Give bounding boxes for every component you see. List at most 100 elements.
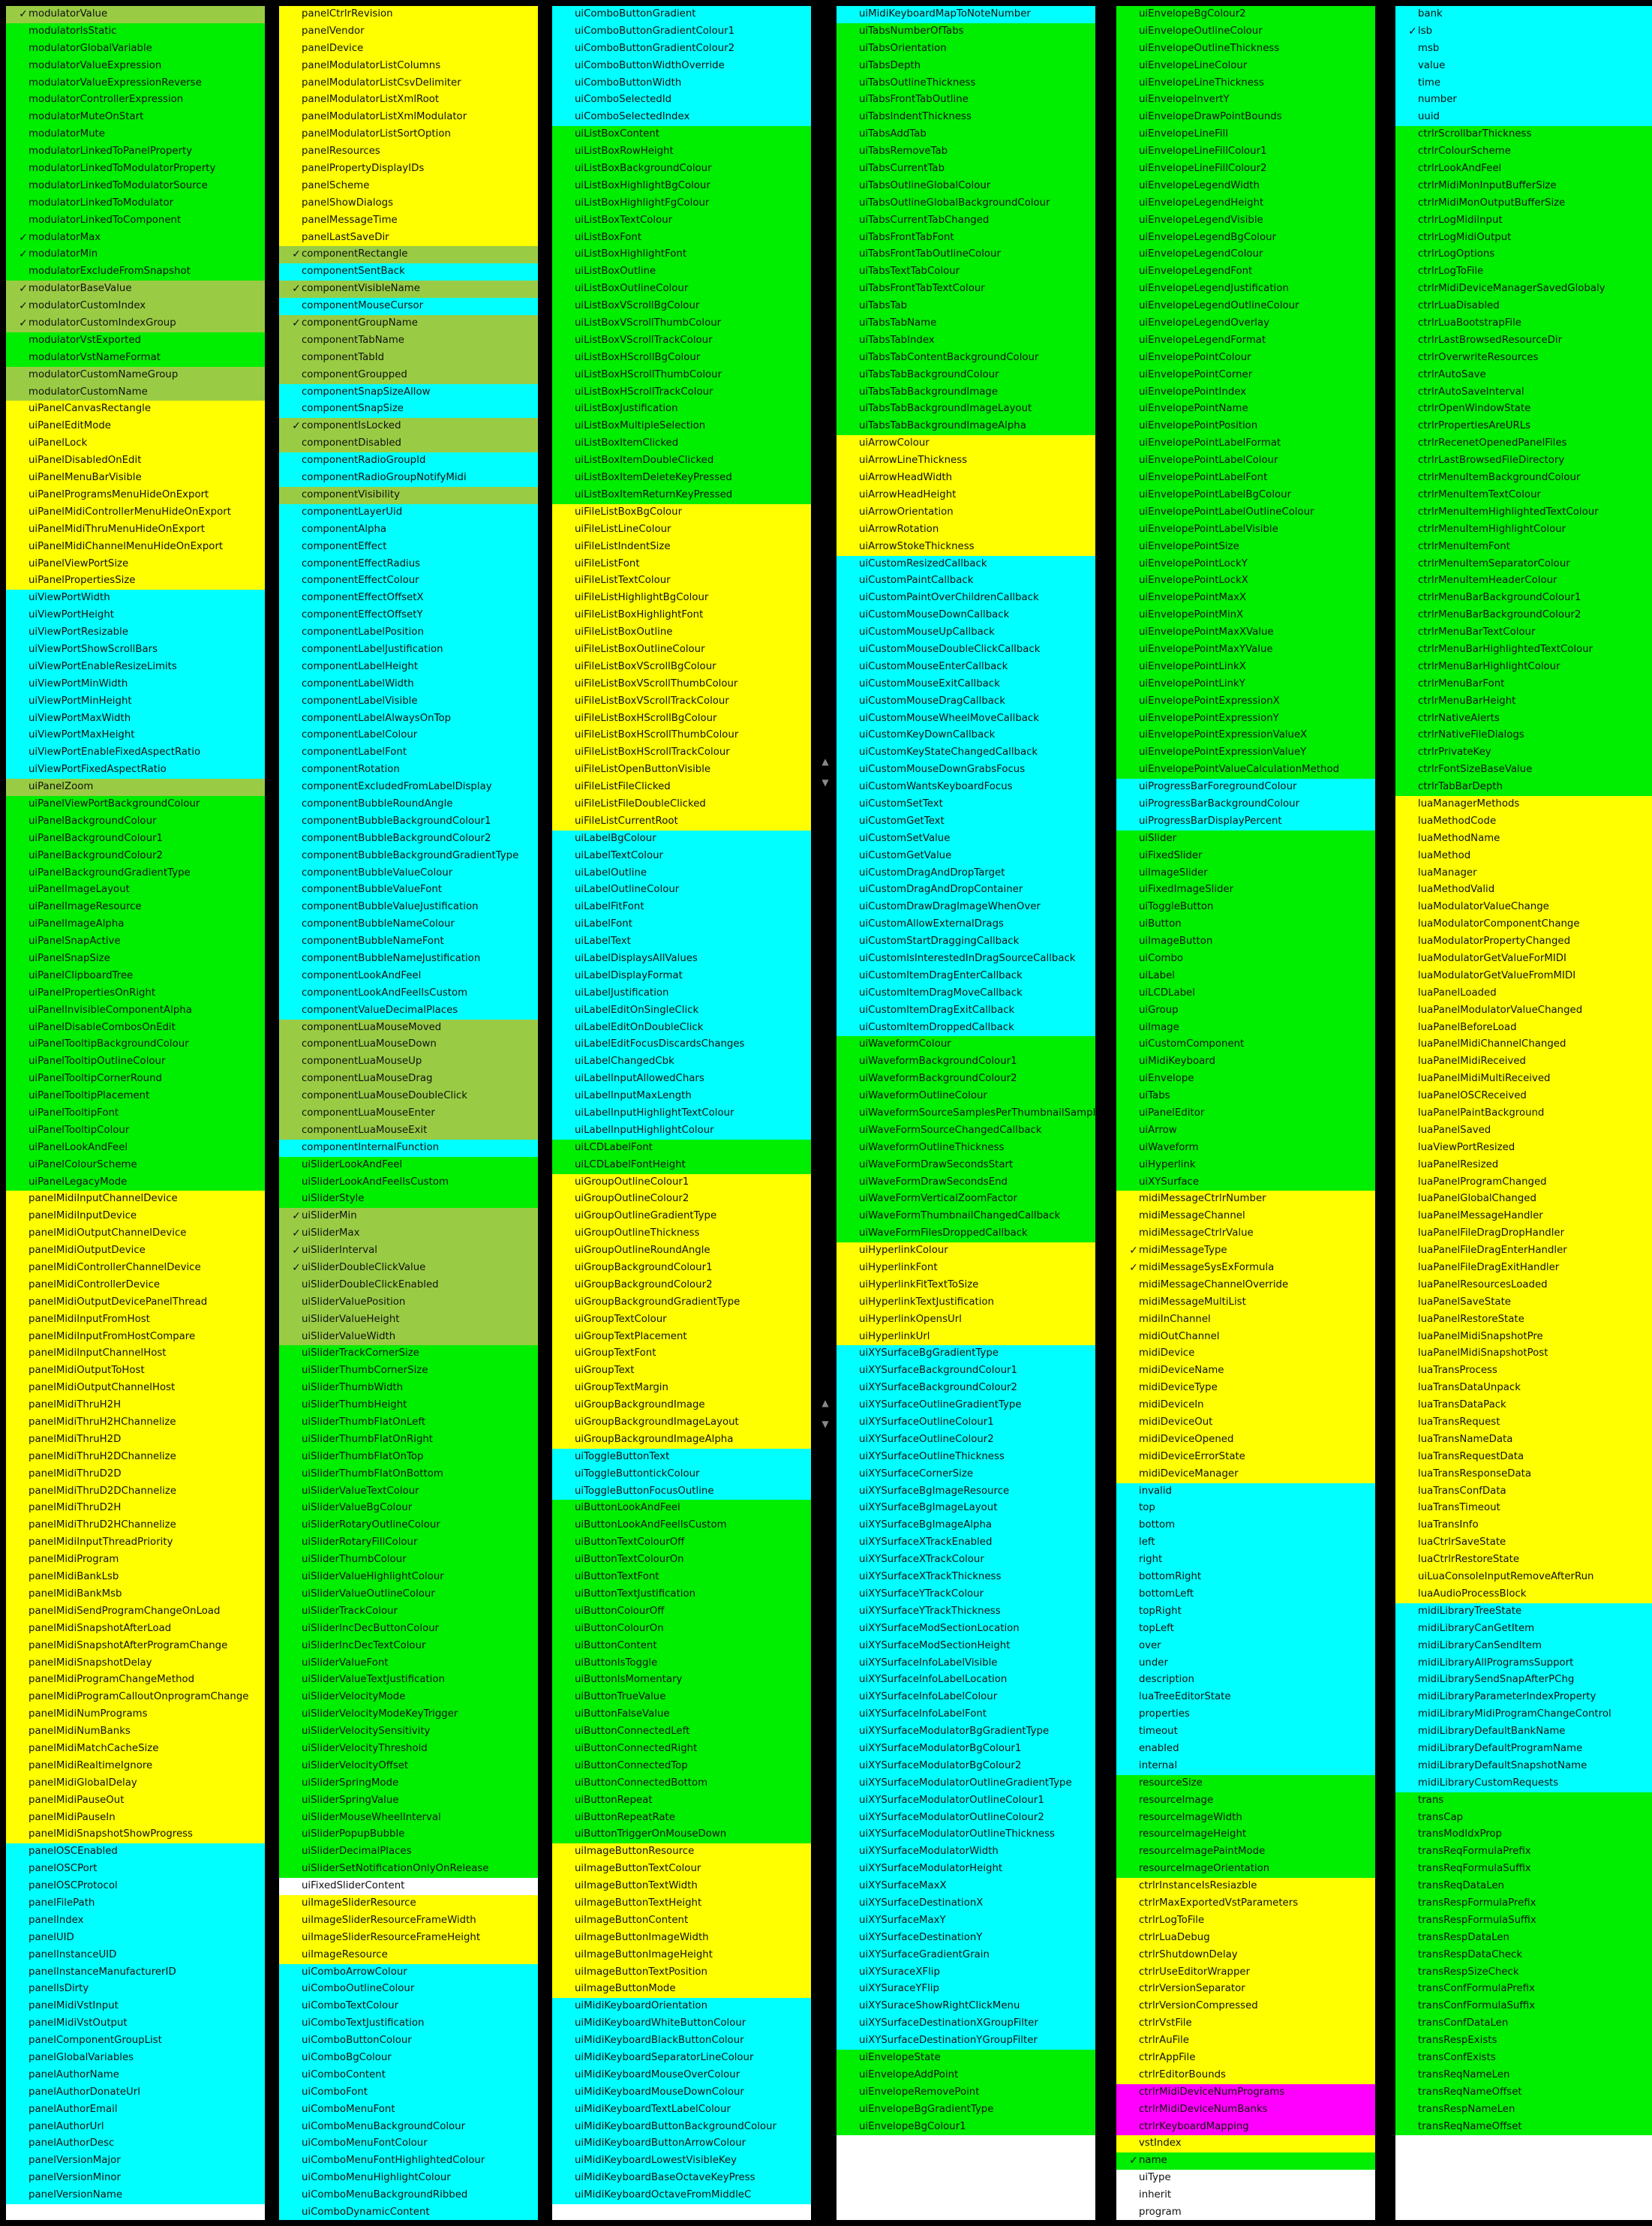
property-list-item[interactable]: uiXYSurfaceDestinationY <box>837 1929 1095 1947</box>
property-list-item[interactable]: uiFixedSliderContent <box>279 1878 538 1895</box>
property-list-item[interactable]: uiComboBgColour <box>279 2049 538 2067</box>
property-list-item[interactable]: uiListBoxJustification <box>552 401 811 419</box>
property-list-item[interactable]: uiMidiKeyboardSeparatorLineColour <box>552 2049 811 2067</box>
property-list-item[interactable]: uiPanelViewPortBackgroundColour <box>6 795 265 813</box>
property-list-item[interactable]: luaTransTimeout <box>1395 1500 1652 1518</box>
property-list-item[interactable]: ctrlrPropertiesAreURLs <box>1395 418 1652 436</box>
property-list-item[interactable]: uiToggleButtontickColour <box>552 1465 811 1483</box>
property-list-item[interactable]: uiButtonTextColourOn <box>552 1552 811 1570</box>
property-list-item[interactable]: uiCustomMouseDownCallback <box>837 607 1095 625</box>
property-list-item[interactable]: uiLCDLabel <box>1116 984 1375 1002</box>
property-list-item[interactable]: ctrlrAuFile <box>1116 2032 1375 2050</box>
property-list-item[interactable]: uiCustomDrawDragImageWhenOver <box>837 899 1095 917</box>
property-list-item[interactable]: panelMidiOutputChannelDevice <box>6 1225 265 1243</box>
property-list-item[interactable]: time <box>1395 74 1652 92</box>
property-list-item[interactable]: uiButtonColourOff <box>552 1603 811 1621</box>
property-list-item[interactable]: uiPanelTooltipOutlineColour <box>6 1053 265 1071</box>
property-list-item[interactable]: uiButtonTrueValue <box>552 1689 811 1707</box>
property-list-item[interactable]: uiListBoxHScrollTrackColour <box>552 383 811 401</box>
property-list-item[interactable]: uiSliderSpringMode <box>279 1774 538 1792</box>
property-list-item[interactable]: panelUID <box>6 1929 265 1947</box>
property-list-item[interactable]: uiXYSurfaceModulatorWidth <box>837 1843 1095 1861</box>
property-list-item[interactable]: uiComboMenuHighlightColour <box>279 2170 538 2188</box>
property-list-item[interactable]: uiComboButtonGradientColour2 <box>552 40 811 58</box>
property-list-item[interactable]: uiEnvelopeLineFillColour2 <box>1116 161 1375 178</box>
property-list-item[interactable]: uiLabelDisplayFormat <box>552 967 811 985</box>
property-list-item[interactable]: bottom <box>1116 1517 1375 1535</box>
property-list-item[interactable]: luaCtrlrSaveState <box>1395 1534 1652 1552</box>
property-list-item[interactable]: uiXYSurfaceXTrackThickness <box>837 1569 1095 1586</box>
property-list-item[interactable]: componentSentBack <box>279 263 538 281</box>
property-list-item[interactable]: luaPanelResourcesLoaded <box>1395 1276 1652 1294</box>
property-list-item[interactable]: uiMidiKeyboardButtonArrowColour <box>552 2135 811 2153</box>
property-list-item[interactable]: uiEnvelopeRemovePoint <box>837 2083 1095 2101</box>
property-list-item[interactable]: ctrlrAutoSave <box>1395 366 1652 384</box>
property-list-item[interactable]: panelMidiControllerDevice <box>6 1276 265 1294</box>
property-list-item[interactable]: uiMidiKeyboardMapToNoteNumber <box>837 6 1095 23</box>
property-list-item[interactable]: panelInstanceUID <box>6 1946 265 1964</box>
property-list-item[interactable]: uiCustomGetValue <box>837 847 1095 865</box>
property-list-item[interactable]: ctrlrLuaBootstrapFile <box>1395 315 1652 332</box>
property-list-item[interactable]: uiPanelBackgroundColour <box>6 813 265 831</box>
property-list-item[interactable]: uiEnvelopeState <box>837 2049 1095 2067</box>
property-list-item[interactable]: uiSliderLookAndFeelIsCustom <box>279 1173 538 1191</box>
property-list-item[interactable]: uiXYSurfaceBackgroundColour2 <box>837 1380 1095 1398</box>
property-list-item[interactable]: uiTabsAddTab <box>837 126 1095 144</box>
property-list-item[interactable]: uiImageButtonContent <box>552 1912 811 1930</box>
property-list-item[interactable]: uiComboMenuBackgroundRibbed <box>279 2187 538 2204</box>
property-list-item[interactable]: modulatorLinkedToModulatorProperty <box>6 161 265 178</box>
property-list-item[interactable]: uiComboMenuFont <box>279 2101 538 2119</box>
property-list-item[interactable]: uiEnvelopeLegendVisible <box>1116 212 1375 230</box>
property-list-item[interactable]: panelMidiInputDevice <box>6 1208 265 1226</box>
property-list-item[interactable]: componentLabelAlwaysOnTop <box>279 710 538 728</box>
property-list-item[interactable]: ✓midiMessageType <box>1116 1242 1375 1260</box>
column-3-scroll-arrows[interactable]: ▲ ▼ <box>818 754 833 799</box>
property-list-item[interactable]: uiEnvelopeBgColour2 <box>1116 6 1375 23</box>
property-list-item[interactable]: ctrlrMenuItemTextColour <box>1395 486 1652 504</box>
property-list-item[interactable]: uiPanelClipboardTree <box>6 967 265 985</box>
property-list-item[interactable]: properties <box>1116 1706 1375 1724</box>
property-list-item[interactable]: uiButton <box>1116 916 1375 934</box>
property-list-item[interactable]: panelDevice <box>279 40 538 58</box>
property-list-item[interactable]: ✓uiSliderDoubleClickValue <box>279 1260 538 1277</box>
property-list-item[interactable]: uiSliderValueWidth <box>279 1328 538 1346</box>
property-list-item[interactable]: transReqDataLen <box>1395 1878 1652 1895</box>
property-list-item[interactable]: uiEnvelopePointLinkY <box>1116 675 1375 693</box>
property-list-item[interactable]: uiPanelInvisibleComponentAlpha <box>6 1002 265 1020</box>
property-list-item[interactable]: midiDevice <box>1116 1345 1375 1363</box>
property-list-item[interactable]: uiCustomGetText <box>837 813 1095 831</box>
property-list-item[interactable]: ctrlrLogToFile <box>1395 263 1652 281</box>
property-list-item[interactable]: uiListBoxOutline <box>552 263 811 281</box>
property-list-item[interactable]: panelMidiProgramCalloutOnprogramChange <box>6 1689 265 1707</box>
property-list-item[interactable]: componentLayerUid <box>279 503 538 521</box>
property-list-item[interactable]: uiSliderVelocityThreshold <box>279 1740 538 1758</box>
property-list-item[interactable]: uiGroupTextPlacement <box>552 1328 811 1346</box>
property-list-item[interactable]: componentLabelJustification <box>279 641 538 659</box>
property-list-item[interactable]: componentGroupped <box>279 366 538 384</box>
property-list-item[interactable]: uiButtonConnectedBottom <box>552 1774 811 1792</box>
property-list-item[interactable]: panelResources <box>279 143 538 161</box>
property-list-item[interactable]: ✓uiSliderMin <box>279 1208 538 1226</box>
property-list-item[interactable]: ✓componentGroupName <box>279 315 538 332</box>
property-list-item[interactable]: panelMidiThruH2D <box>6 1431 265 1449</box>
property-list-item[interactable]: uiTabsTabContentBackgroundColour <box>837 349 1095 367</box>
property-list-item[interactable]: uiHyperlinkColour <box>837 1242 1095 1260</box>
property-list-item[interactable]: uiImageSlider <box>1116 864 1375 882</box>
property-list-item[interactable]: panelMidiBankMsb <box>6 1585 265 1603</box>
property-list-item[interactable]: panelAuthorEmail <box>6 2101 265 2119</box>
property-list-item[interactable]: uiSliderTrackCornerSize <box>279 1345 538 1363</box>
property-list-item[interactable]: uiMidiKeyboardButtonBackgroundColour <box>552 2118 811 2136</box>
property-list-item[interactable]: uiPanelTooltipColour <box>6 1122 265 1140</box>
property-list-item[interactable]: uiFileListFont <box>552 555 811 573</box>
property-list-item[interactable]: uiXYSurfaceBgImageResource <box>837 1482 1095 1501</box>
property-list-item[interactable]: ctrlrMidiMonInputBufferSize <box>1395 177 1652 195</box>
property-list-item[interactable]: uiPanelLookAndFeel <box>6 1139 265 1157</box>
property-list-item[interactable]: uiEnvelopePointLinkX <box>1116 658 1375 676</box>
property-list-item[interactable]: luaPanelLoaded <box>1395 984 1652 1002</box>
property-list-item[interactable]: midiLibrarySendSnapAfterPChg <box>1395 1672 1652 1690</box>
property-list-item[interactable]: uiFixedSlider <box>1116 847 1375 865</box>
property-list-item[interactable]: panelMidiVstOutput <box>6 2015 265 2033</box>
property-list-item[interactable]: uiButtonRepeat <box>552 1792 811 1810</box>
property-list-item[interactable]: uiTabsFrontTabTextColour <box>837 281 1095 299</box>
